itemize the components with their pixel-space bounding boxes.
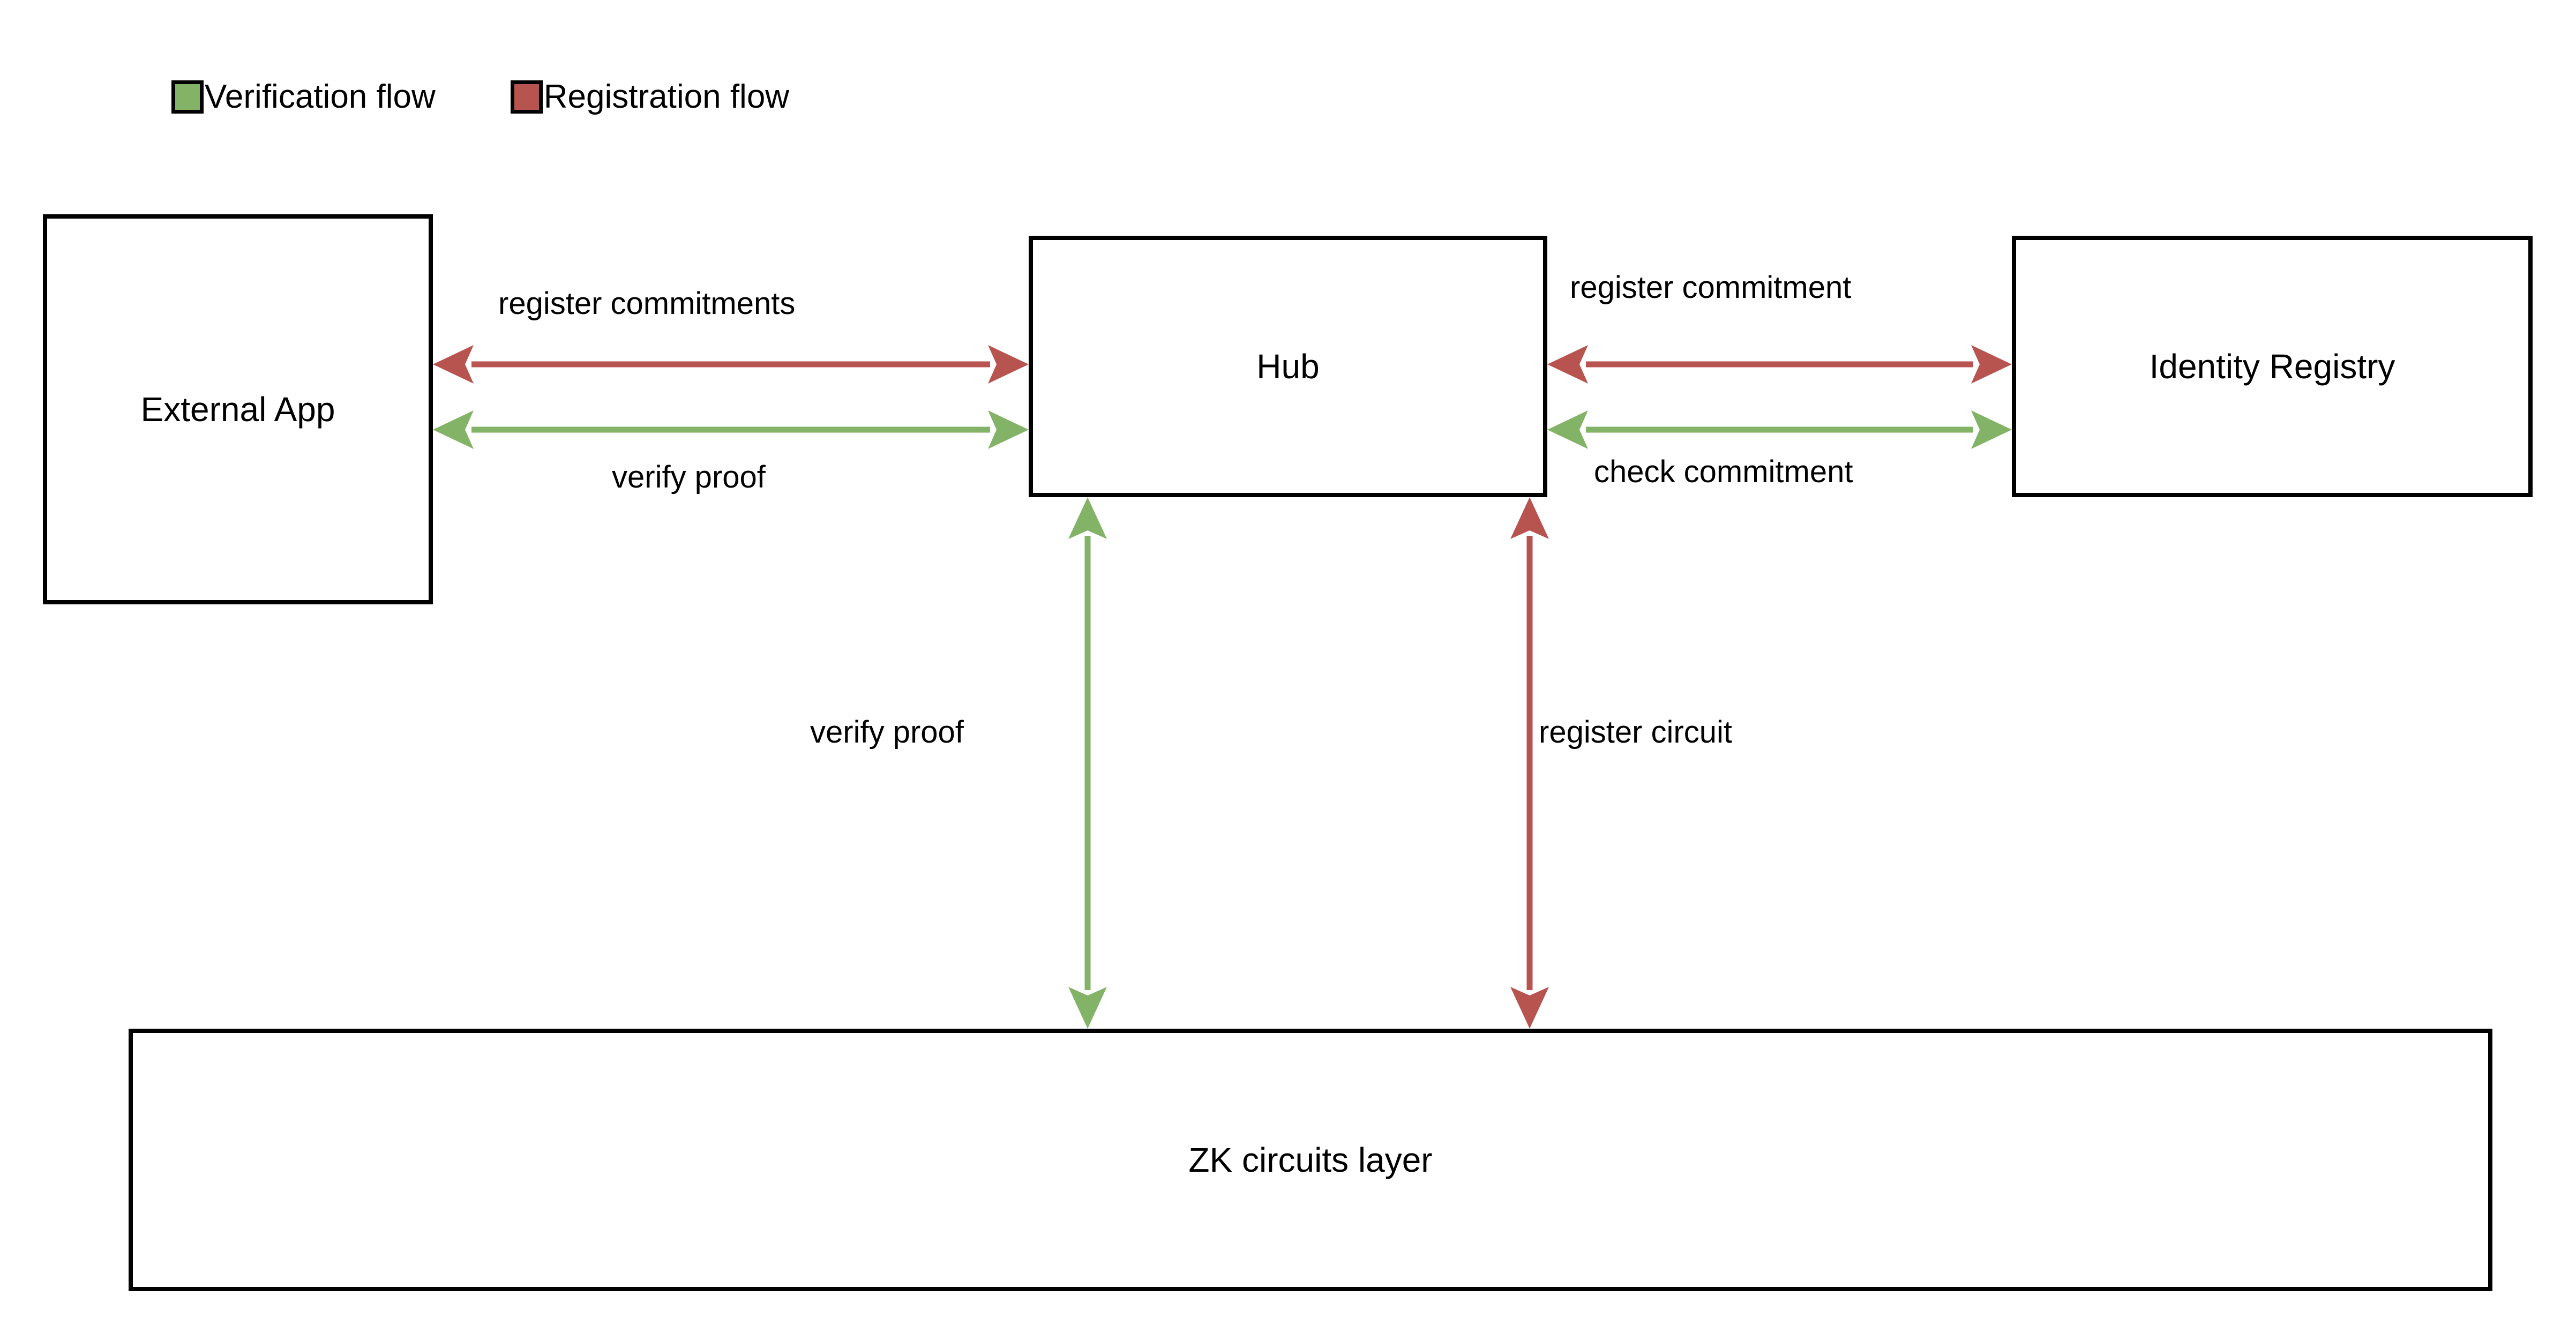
node-label-hub: Hub — [1256, 347, 1320, 386]
edge-label-register-commitments: register commitments — [498, 286, 796, 321]
edge-register-commitments-arrow — [433, 345, 1029, 384]
edge-label-register-commitment: register commitment — [1570, 270, 1852, 305]
edge-check-commitment-arrow — [1547, 410, 2012, 449]
legend-item-registration-flow: Registration flow — [510, 78, 790, 115]
legend: Verification flow Registration flow — [171, 78, 789, 116]
edge-label-register-circuit: register circuit — [1539, 715, 1732, 750]
node-external-app[interactable]: External App — [43, 214, 433, 604]
edge-register-commitment-arrow — [1547, 345, 2012, 384]
node-zk-circuits-layer[interactable]: ZK circuits layer — [129, 1029, 2492, 1291]
node-label-external-app: External App — [140, 390, 335, 429]
node-hub[interactable]: Hub — [1029, 236, 1547, 497]
red-square-icon — [510, 80, 543, 114]
legend-label-verification-flow: Verification flow — [205, 78, 436, 115]
edge-label-check-commitment: check commitment — [1594, 454, 1853, 489]
green-square-icon — [171, 80, 204, 114]
node-label-identity-registry: Identity Registry — [2149, 347, 2395, 386]
node-identity-registry[interactable]: Identity Registry — [2012, 236, 2533, 497]
legend-label-registration-flow: Registration flow — [543, 78, 790, 115]
edge-label-verify-proof-zk: verify proof — [810, 715, 964, 750]
edge-verify-proof-app-arrow — [433, 410, 1029, 449]
edge-label-verify-proof-app: verify proof — [612, 460, 766, 495]
edge-register-circuit-arrow — [1510, 497, 1549, 1029]
legend-item-verification-flow: Verification flow — [171, 80, 436, 114]
node-label-zk-circuits-layer: ZK circuits layer — [1188, 1140, 1433, 1179]
edge-verify-proof-zk-arrow — [1068, 497, 1107, 1029]
